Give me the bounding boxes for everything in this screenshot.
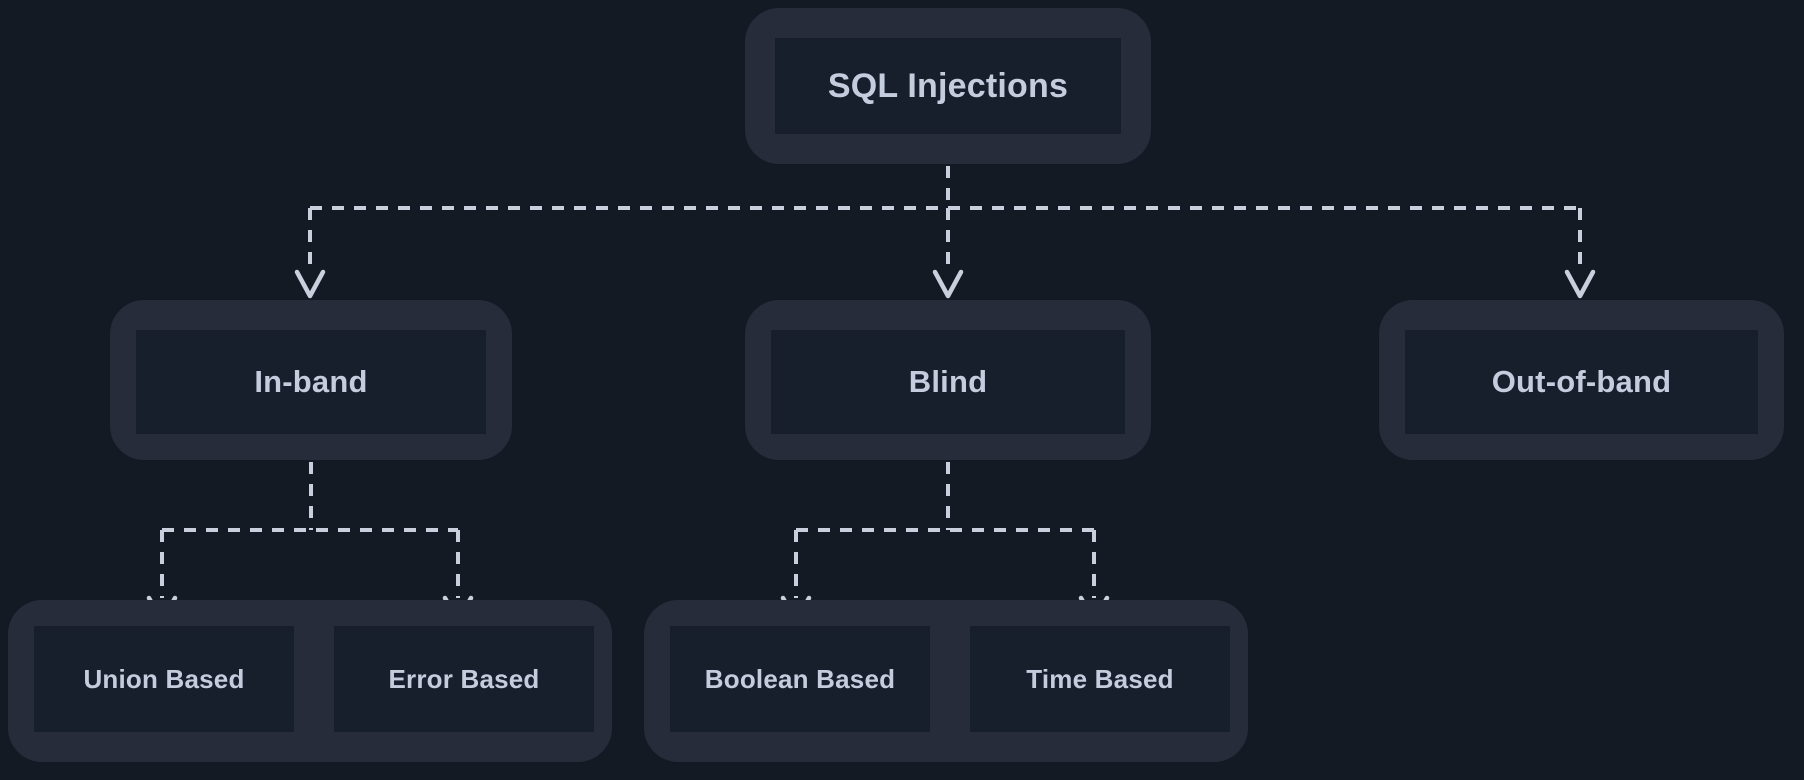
node-union-based-label: Union Based (83, 663, 245, 694)
node-in-band[interactable]: In-band (110, 300, 512, 460)
node-in-band-box: In-band (136, 330, 486, 434)
node-out-of-band-label: Out-of-band (1491, 364, 1672, 399)
node-blind[interactable]: Blind (745, 300, 1151, 460)
node-sql-injections-box: SQL Injections (775, 38, 1121, 134)
arrowhead-blind (932, 269, 964, 299)
node-time-based-label: Time Based (1026, 663, 1174, 694)
node-sql-injections[interactable]: SQL Injections (745, 8, 1151, 164)
node-boolean-based-label: Boolean Based (704, 663, 896, 694)
cluster-blind-children: Boolean Based Time Based (644, 600, 1248, 762)
node-sql-injections-label: SQL Injections (827, 66, 1069, 105)
arrowhead-inband (294, 269, 326, 299)
node-time-based[interactable]: Time Based (970, 626, 1230, 732)
node-boolean-based[interactable]: Boolean Based (670, 626, 930, 732)
node-error-based-label: Error Based (388, 663, 540, 694)
node-out-of-band[interactable]: Out-of-band (1379, 300, 1784, 460)
arrowhead-oob (1564, 269, 1596, 299)
node-in-band-label: In-band (254, 364, 368, 399)
cluster-in-band-children: Union Based Error Based (8, 600, 612, 762)
node-blind-box: Blind (771, 330, 1125, 434)
node-blind-label: Blind (908, 364, 988, 399)
node-error-based[interactable]: Error Based (334, 626, 594, 732)
node-union-based[interactable]: Union Based (34, 626, 294, 732)
node-out-of-band-box: Out-of-band (1405, 330, 1758, 434)
